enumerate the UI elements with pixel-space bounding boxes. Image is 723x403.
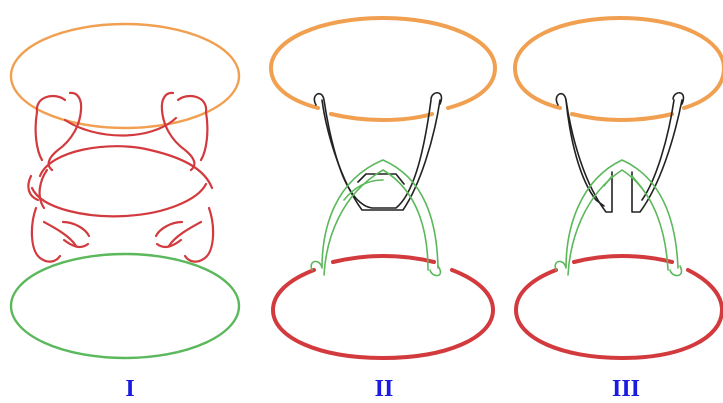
panel-1-bottom-ring-green (9, 252, 241, 360)
panel-3-green-band (554, 159, 683, 277)
panel-2-bottom-ring-red-back (331, 254, 436, 264)
panel-2-black-band (313, 92, 443, 211)
panel-3-bottom-ring-red (514, 268, 723, 360)
panel-2-green-band (310, 159, 442, 277)
panel-3-label: III (612, 376, 640, 402)
panel-3-top-ring-orange-front (570, 112, 674, 122)
panel-1-red-braid (27, 91, 215, 263)
panel-1-label: I (125, 376, 134, 402)
panel-2-bottom-ring-red (271, 268, 495, 360)
panel-3-top-ring-orange (513, 16, 723, 110)
panel-2-top-ring-orange-front (329, 112, 434, 122)
panel-2 (269, 16, 497, 360)
panel-2-top-ring-orange (269, 16, 497, 110)
panel-3-bottom-ring-red-back (572, 254, 674, 264)
panel-2-label: II (375, 376, 394, 402)
panel-3-black-band (555, 92, 685, 213)
panel-3 (513, 16, 723, 360)
panel-1 (9, 22, 241, 360)
panel-1-top-ring-orange (9, 22, 241, 130)
